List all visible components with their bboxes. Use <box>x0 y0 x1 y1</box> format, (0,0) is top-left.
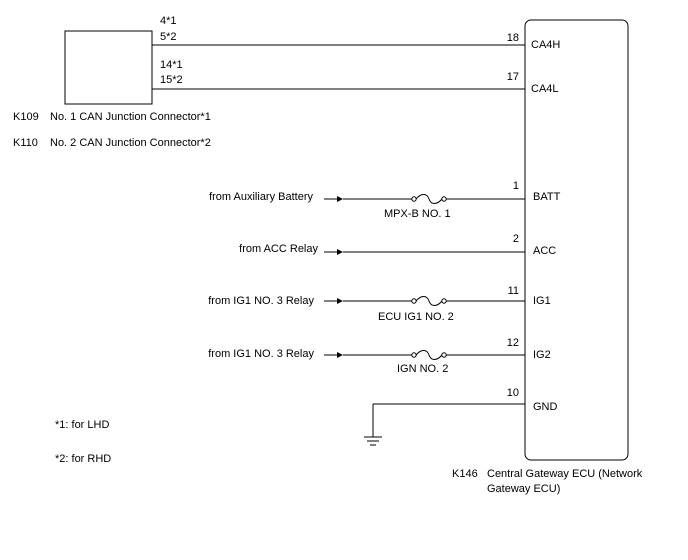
ig2-circuit <box>324 350 525 360</box>
arrow-icon <box>337 196 343 202</box>
ca4l-junction-pin-lhd: 14*1 <box>160 59 183 71</box>
ecu-name-line2: Gateway ECU) <box>487 483 561 495</box>
arrow-icon <box>337 249 343 255</box>
gnd-circuit <box>364 403 525 446</box>
note-rhd: *2: for RHD <box>55 453 112 465</box>
ecu-name-line1: Central Gateway ECU (Network <box>487 468 643 480</box>
pin-number: 10 <box>506 387 519 399</box>
fuse-icon <box>411 352 417 358</box>
arrow-icon <box>337 298 343 304</box>
pin-number: 18 <box>506 32 519 44</box>
fuse-label-batt: MPX-B NO. 1 <box>384 208 451 220</box>
pin-number: 12 <box>506 337 519 349</box>
source-batt: from Auxiliary Battery <box>209 191 313 203</box>
terminal-label-ca4h: CA4H <box>531 39 561 51</box>
source-ig2: from IG1 NO. 3 Relay <box>208 348 314 360</box>
fuse-icon <box>411 196 417 202</box>
note-lhd: *1: for LHD <box>55 419 110 431</box>
pin-number: 1 <box>512 180 519 192</box>
ca4l-junction-pin-rhd: 15*2 <box>160 74 183 86</box>
terminal-label-ca4l: CA4L <box>531 83 559 95</box>
ecu-code: K146 <box>452 468 478 480</box>
terminal-label-acc: ACC <box>533 245 557 257</box>
terminal-label-gnd: GND <box>533 401 558 413</box>
fuse-label-ig2: IGN NO. 2 <box>397 363 449 375</box>
ca4h-junction-pin-lhd: 4*1 <box>160 15 177 27</box>
k109-name: No. 1 CAN Junction Connector*1 <box>50 111 211 123</box>
k110-name: No. 2 CAN Junction Connector*2 <box>50 137 211 149</box>
terminal-label-ig1: IG1 <box>533 295 551 307</box>
ig1-circuit <box>324 296 525 306</box>
pin-number: 2 <box>512 233 519 245</box>
fuse-label-ig1: ECU IG1 NO. 2 <box>378 311 454 323</box>
source-ig1: from IG1 NO. 3 Relay <box>208 295 314 307</box>
acc-circuit <box>324 249 525 255</box>
pin-number: 11 <box>507 285 519 297</box>
arrow-icon <box>337 352 343 358</box>
k109-code: K109 <box>13 111 39 123</box>
k110-code: K110 <box>13 137 38 149</box>
ca4h-junction-pin-rhd: 5*2 <box>160 31 177 43</box>
pin-number: 17 <box>506 71 519 83</box>
gateway-ecu-box <box>524 19 629 461</box>
terminal-label-ig2: IG2 <box>533 349 551 361</box>
batt-circuit <box>324 194 525 204</box>
fuse-icon <box>411 298 417 304</box>
terminal-label-batt: BATT <box>533 191 561 203</box>
junction-connector-box <box>64 30 153 105</box>
source-acc: from ACC Relay <box>239 243 318 255</box>
